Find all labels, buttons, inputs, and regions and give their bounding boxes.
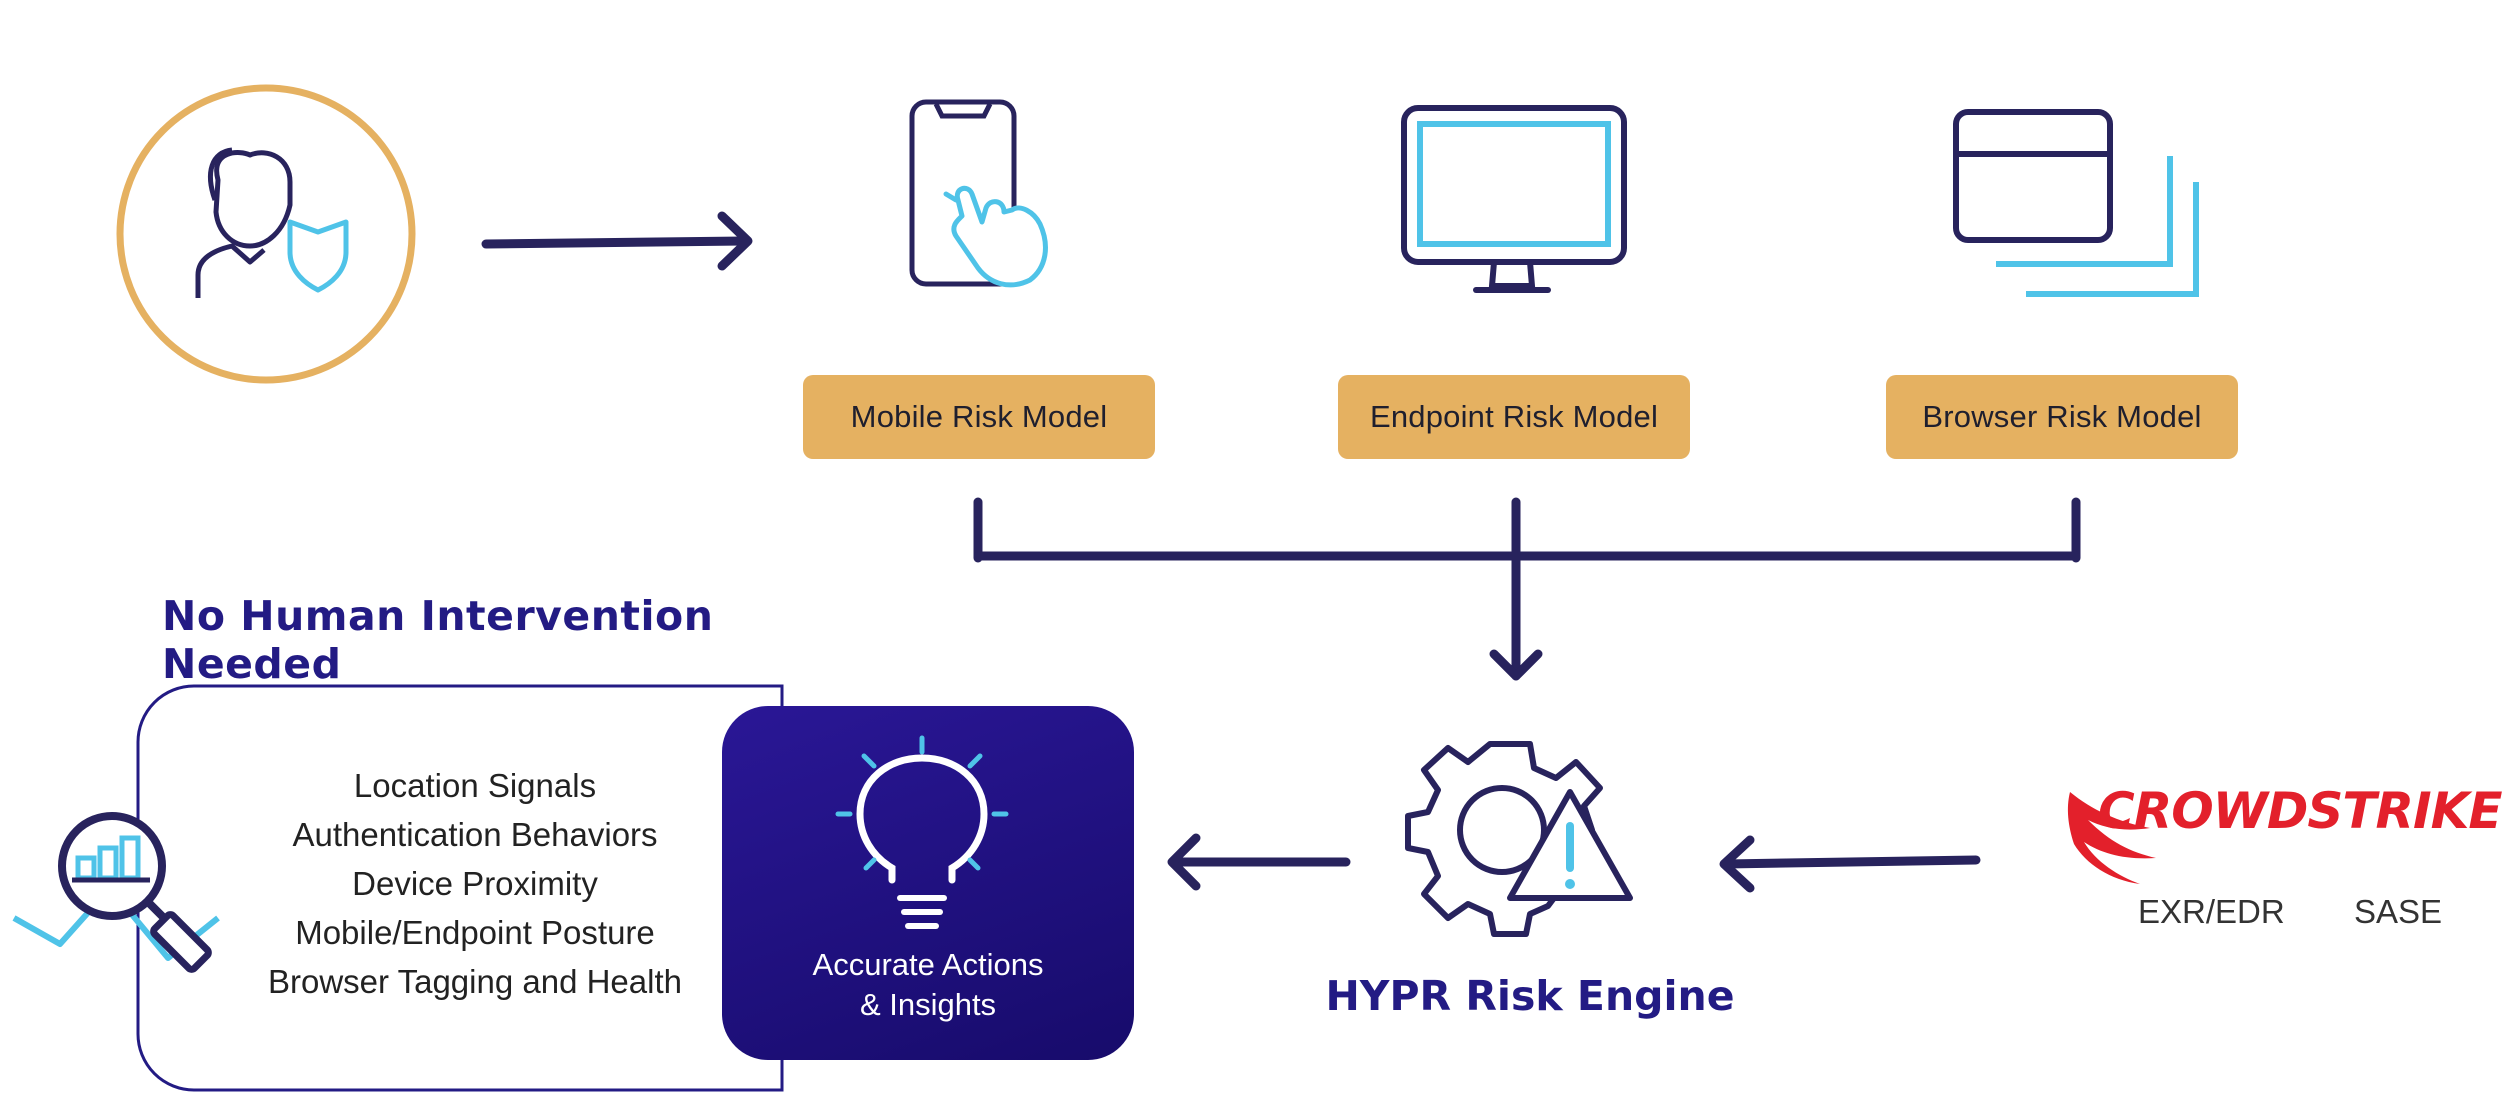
model-label: Mobile Risk Model — [850, 399, 1108, 434]
user-shield-icon — [116, 84, 416, 384]
browser-windows-icon — [1953, 109, 2199, 297]
signals-list: Location Signals Authentication Behavior… — [225, 765, 725, 1003]
gear-warning-icon — [1405, 741, 1633, 937]
crowdstrike-logo-icon — [2067, 792, 2156, 884]
insights-line-2: & Insights — [859, 987, 997, 1022]
model-label: Browser Risk Model — [1922, 399, 2202, 434]
crowdstrike-wordmark: CROWDSTRIKE — [2098, 782, 2502, 840]
monitor-icon — [1401, 105, 1627, 293]
insights-box — [722, 706, 1134, 1060]
browser-risk-model-button: Browser Risk Model — [1886, 375, 2238, 459]
endpoint-risk-model-button: Endpoint Risk Model — [1338, 375, 1690, 459]
mobile-risk-model-button: Mobile Risk Model — [803, 375, 1155, 459]
integration-tag-exr-edr: EXR/EDR — [2138, 893, 2285, 930]
arrow-user-to-devices — [481, 211, 753, 271]
signals-panel-outline — [136, 684, 784, 1092]
insights-line-1: Accurate Actions — [812, 947, 1044, 982]
signal-item: Mobile/Endpoint Posture — [295, 914, 655, 951]
signal-item: Authentication Behaviors — [292, 816, 658, 853]
engine-label: HYPR Risk Engine — [1325, 972, 1735, 1020]
lightbulb-icon — [835, 735, 1009, 929]
signal-item: Location Signals — [353, 767, 597, 804]
insights-label: Accurate Actions & Insights — [722, 945, 1134, 1025]
models-bracket-connector — [973, 497, 2081, 681]
analytics-magnifier-icon — [12, 812, 220, 973]
smartphone-touch-icon — [909, 99, 1048, 288]
headline: No Human Intervention Needed — [162, 592, 714, 688]
model-label: Endpoint Risk Model — [1369, 399, 1659, 434]
signal-item: Device Proximity — [352, 865, 598, 902]
integration-tag-sase: SASE — [2354, 893, 2443, 930]
arrow-integrations-to-engine — [1719, 835, 1981, 893]
signal-item: Browser Tagging and Health — [268, 963, 682, 1000]
arrow-engine-to-insights — [1167, 833, 1351, 891]
